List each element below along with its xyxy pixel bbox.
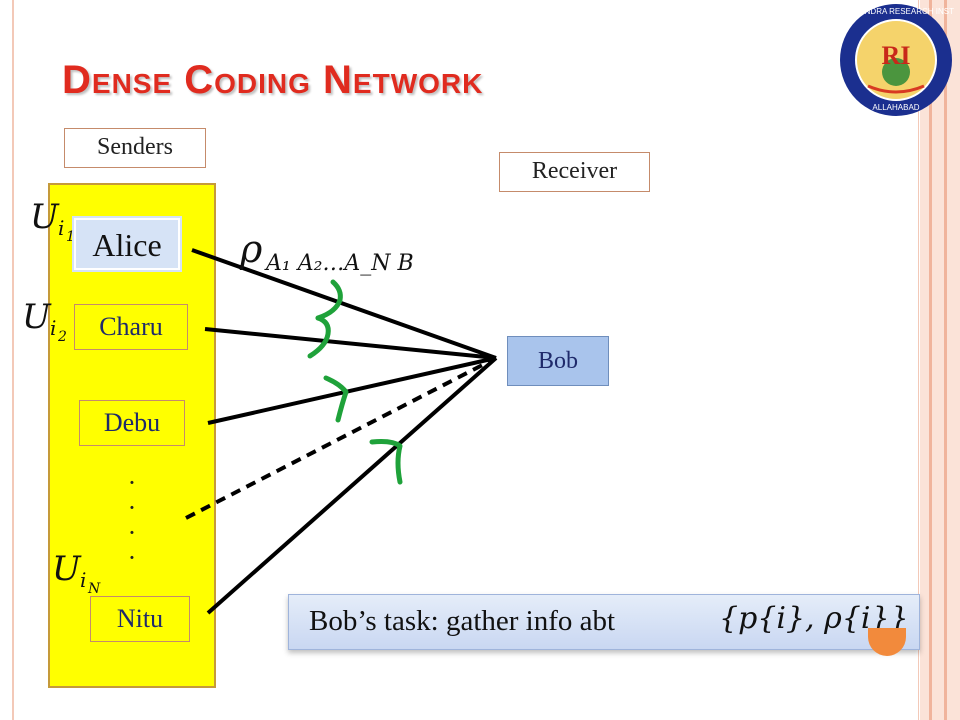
logo-ring-text-bottom: ALLAHABAD	[872, 103, 919, 112]
logo-tree	[882, 58, 910, 86]
link-debu-bob	[207, 356, 497, 425]
link-dashed-bob	[185, 356, 497, 520]
unitary-u-i2-subsub: 2	[57, 329, 67, 345]
ellipsis-dots: ····	[127, 468, 137, 572]
unitary-u-iN-subsub: N	[87, 581, 101, 597]
receiver-label: Receiver	[499, 152, 650, 192]
logo-monogram: RI	[882, 41, 911, 70]
right-band-line	[929, 0, 932, 720]
left-border-rule	[12, 0, 14, 720]
receiver-bob: Bob	[507, 336, 609, 386]
link-alice-bob	[191, 248, 497, 360]
green-mark-4	[369, 439, 403, 485]
sender-debu: Debu	[79, 400, 185, 446]
right-border-thin	[918, 0, 919, 720]
unitary-u-i2: U	[22, 297, 52, 337]
green-mark-1	[315, 279, 343, 321]
sender-nitu: Nitu	[90, 596, 190, 642]
unitary-u-i2-sub: i	[50, 316, 56, 340]
task-callout: Bob’s task: gather info abt {p{i}, ρ{i}}	[288, 594, 920, 650]
unitary-u-i1: U	[30, 197, 60, 237]
unitary-u-i1-subsub: 1	[66, 229, 75, 245]
institute-logo: RI HARISH-CHANDRA RESEARCH INSTITUTE ALL…	[838, 4, 954, 116]
link-charu-bob	[204, 327, 497, 360]
right-band-line	[944, 0, 947, 720]
right-decorative-band	[920, 0, 960, 720]
sender-alice: Alice	[74, 218, 180, 270]
logo-arc	[867, 84, 925, 94]
unitary-u-i1-sub: i	[58, 216, 64, 240]
green-mark-3	[323, 375, 349, 423]
sender-charu: Charu	[74, 304, 188, 350]
unitary-u-iN: U	[52, 549, 82, 589]
green-annotation-marks	[307, 279, 403, 485]
slide-title: Dense Coding Network	[62, 58, 484, 102]
link-nitu-bob	[206, 356, 498, 615]
density-subscript: A₁ A₂…A_N B	[264, 251, 414, 276]
unitary-u-iN-sub: i	[80, 568, 86, 592]
green-mark-2	[307, 315, 331, 359]
logo-ring-text-top: HARISH-CHANDRA RESEARCH INSTITUTE	[838, 7, 954, 16]
task-text: Bob’s task: gather info abt	[309, 605, 616, 637]
senders-label: Senders	[64, 128, 206, 168]
density-rho: ρ	[239, 227, 263, 271]
